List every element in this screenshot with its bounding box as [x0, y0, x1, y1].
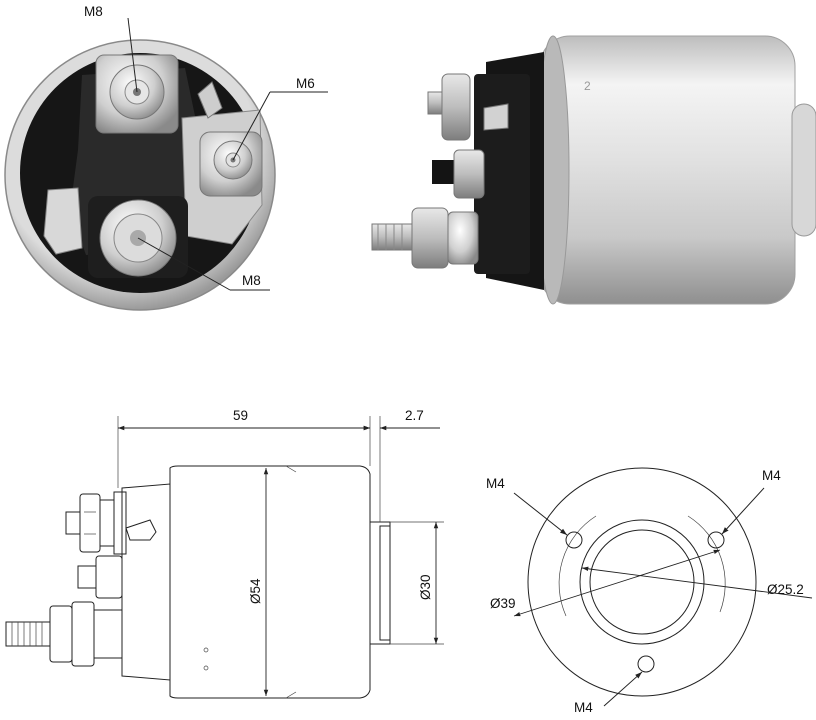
side-drawing-mark-b [203, 665, 209, 671]
dim-line-bore [581, 566, 813, 599]
leader-hole-top-left [513, 492, 568, 536]
side-drawing: 59 2.7 Ø54 Ø30 [5, 408, 444, 699]
side-drawing-cap [121, 483, 171, 681]
end-outer-circle [527, 467, 757, 697]
side-photo-tab [483, 103, 509, 131]
end-hole-top-right [707, 531, 725, 549]
side-drawing-bottom-terminal [5, 601, 123, 667]
end-bolt-circle-arc-left [558, 515, 597, 617]
leader-side-m6 [232, 91, 271, 161]
side-photo-top-stud [427, 73, 471, 141]
end-hole-top-left [565, 531, 583, 549]
label-hole-top-right: M4 [762, 468, 781, 483]
label-top-m8: M8 [84, 4, 103, 19]
front-view-photo: M8 M6 M8 [4, 4, 328, 311]
leader-bottom-m8 [137, 237, 231, 291]
dim-label-length: 59 [233, 408, 248, 423]
end-hole-bottom [637, 655, 655, 673]
side-drawing-mark-a [203, 647, 209, 653]
side-drawing-mid-terminal [77, 519, 157, 599]
side-m6-terminal [199, 131, 263, 197]
front-ground-tab [43, 187, 83, 255]
side-drawing-body [169, 465, 371, 699]
end-bolt-circle-arc-right [687, 515, 726, 613]
leader-hole-top-right [721, 487, 765, 535]
side-drawing-top-terminal [65, 491, 127, 555]
label-bottom-m8: M8 [242, 273, 261, 288]
end-bore-inner [589, 529, 695, 635]
leader-hole-bottom [603, 671, 643, 707]
leader-top-m8 [127, 17, 138, 93]
side-view-photo: 2 [371, 35, 816, 305]
dim-label-bolt-circle: Ø39 [490, 596, 516, 611]
dim-label-nose-diameter: Ø30 [418, 574, 433, 600]
dim-label-bore: Ø25.2 [767, 582, 804, 597]
label-hole-bottom: M4 [574, 700, 593, 715]
front-small-pin [197, 81, 223, 119]
side-photo-mark: 2 [584, 79, 591, 93]
label-side-m6: M6 [296, 76, 315, 91]
end-bore-outer [579, 519, 705, 645]
side-drawing-step [285, 465, 297, 699]
dim-label-body-diameter: Ø54 [248, 578, 263, 604]
end-drawing: M4 M4 M4 Ø39 Ø25.2 [486, 467, 813, 715]
side-photo-nose [791, 103, 816, 237]
dim-label-offset: 2.7 [405, 408, 424, 423]
side-photo-can [539, 35, 796, 305]
side-photo-mid-stud [432, 149, 485, 199]
label-hole-top-left: M4 [486, 476, 505, 491]
top-m8-terminal [95, 54, 179, 134]
dim-line-bolt-circle [513, 549, 721, 617]
bottom-m8-terminal [88, 196, 188, 278]
side-photo-bottom-stud [371, 207, 479, 269]
side-drawing-nose-inner [379, 525, 391, 641]
